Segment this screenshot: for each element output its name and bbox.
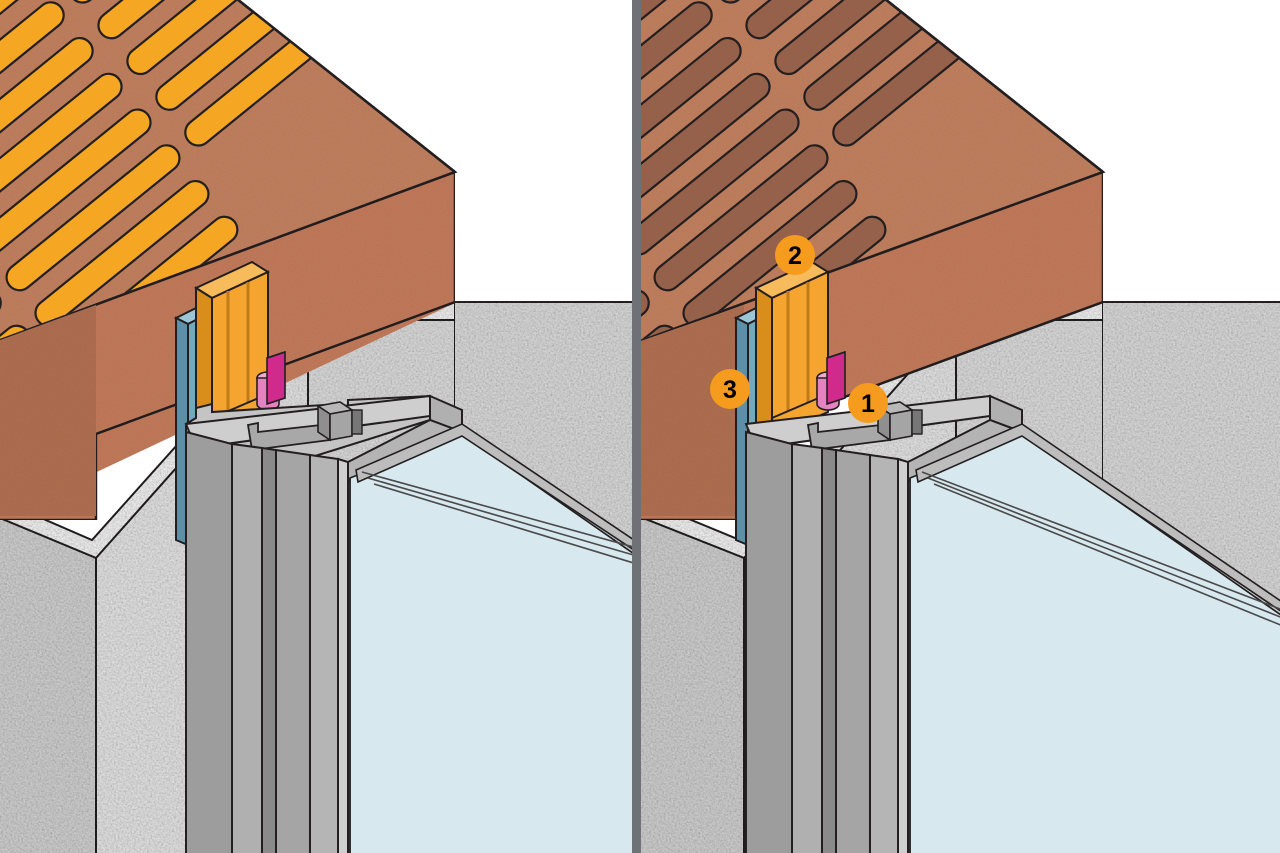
triple-glazing-left (349, 423, 632, 853)
clay-block-right (640, 0, 1106, 522)
callout-badge-1[interactable]: 1 (848, 383, 888, 423)
callout-circle-3 (710, 369, 750, 409)
callout-circle-2 (775, 235, 815, 275)
insulation-board-right (753, 260, 831, 438)
sealant-bead-left (256, 350, 286, 411)
insulation-board-left (193, 260, 271, 438)
window-frame-left (184, 394, 463, 853)
left-panel (0, 0, 632, 853)
callout-group: 2 3 1 (710, 235, 888, 423)
callout-label-2: 2 (788, 242, 802, 270)
callout-badge-2[interactable]: 2 (775, 235, 815, 275)
callout-circle-1 (848, 383, 888, 423)
sealant-bead-right (816, 350, 846, 411)
triple-glazing-right (909, 423, 1280, 853)
left-scene (0, 0, 632, 853)
callout-badge-3[interactable]: 3 (710, 369, 750, 409)
right-panel (640, 0, 1280, 853)
callout-label-3: 3 (723, 376, 737, 404)
callout-label-1: 1 (861, 390, 875, 418)
panel-divider (632, 0, 641, 853)
